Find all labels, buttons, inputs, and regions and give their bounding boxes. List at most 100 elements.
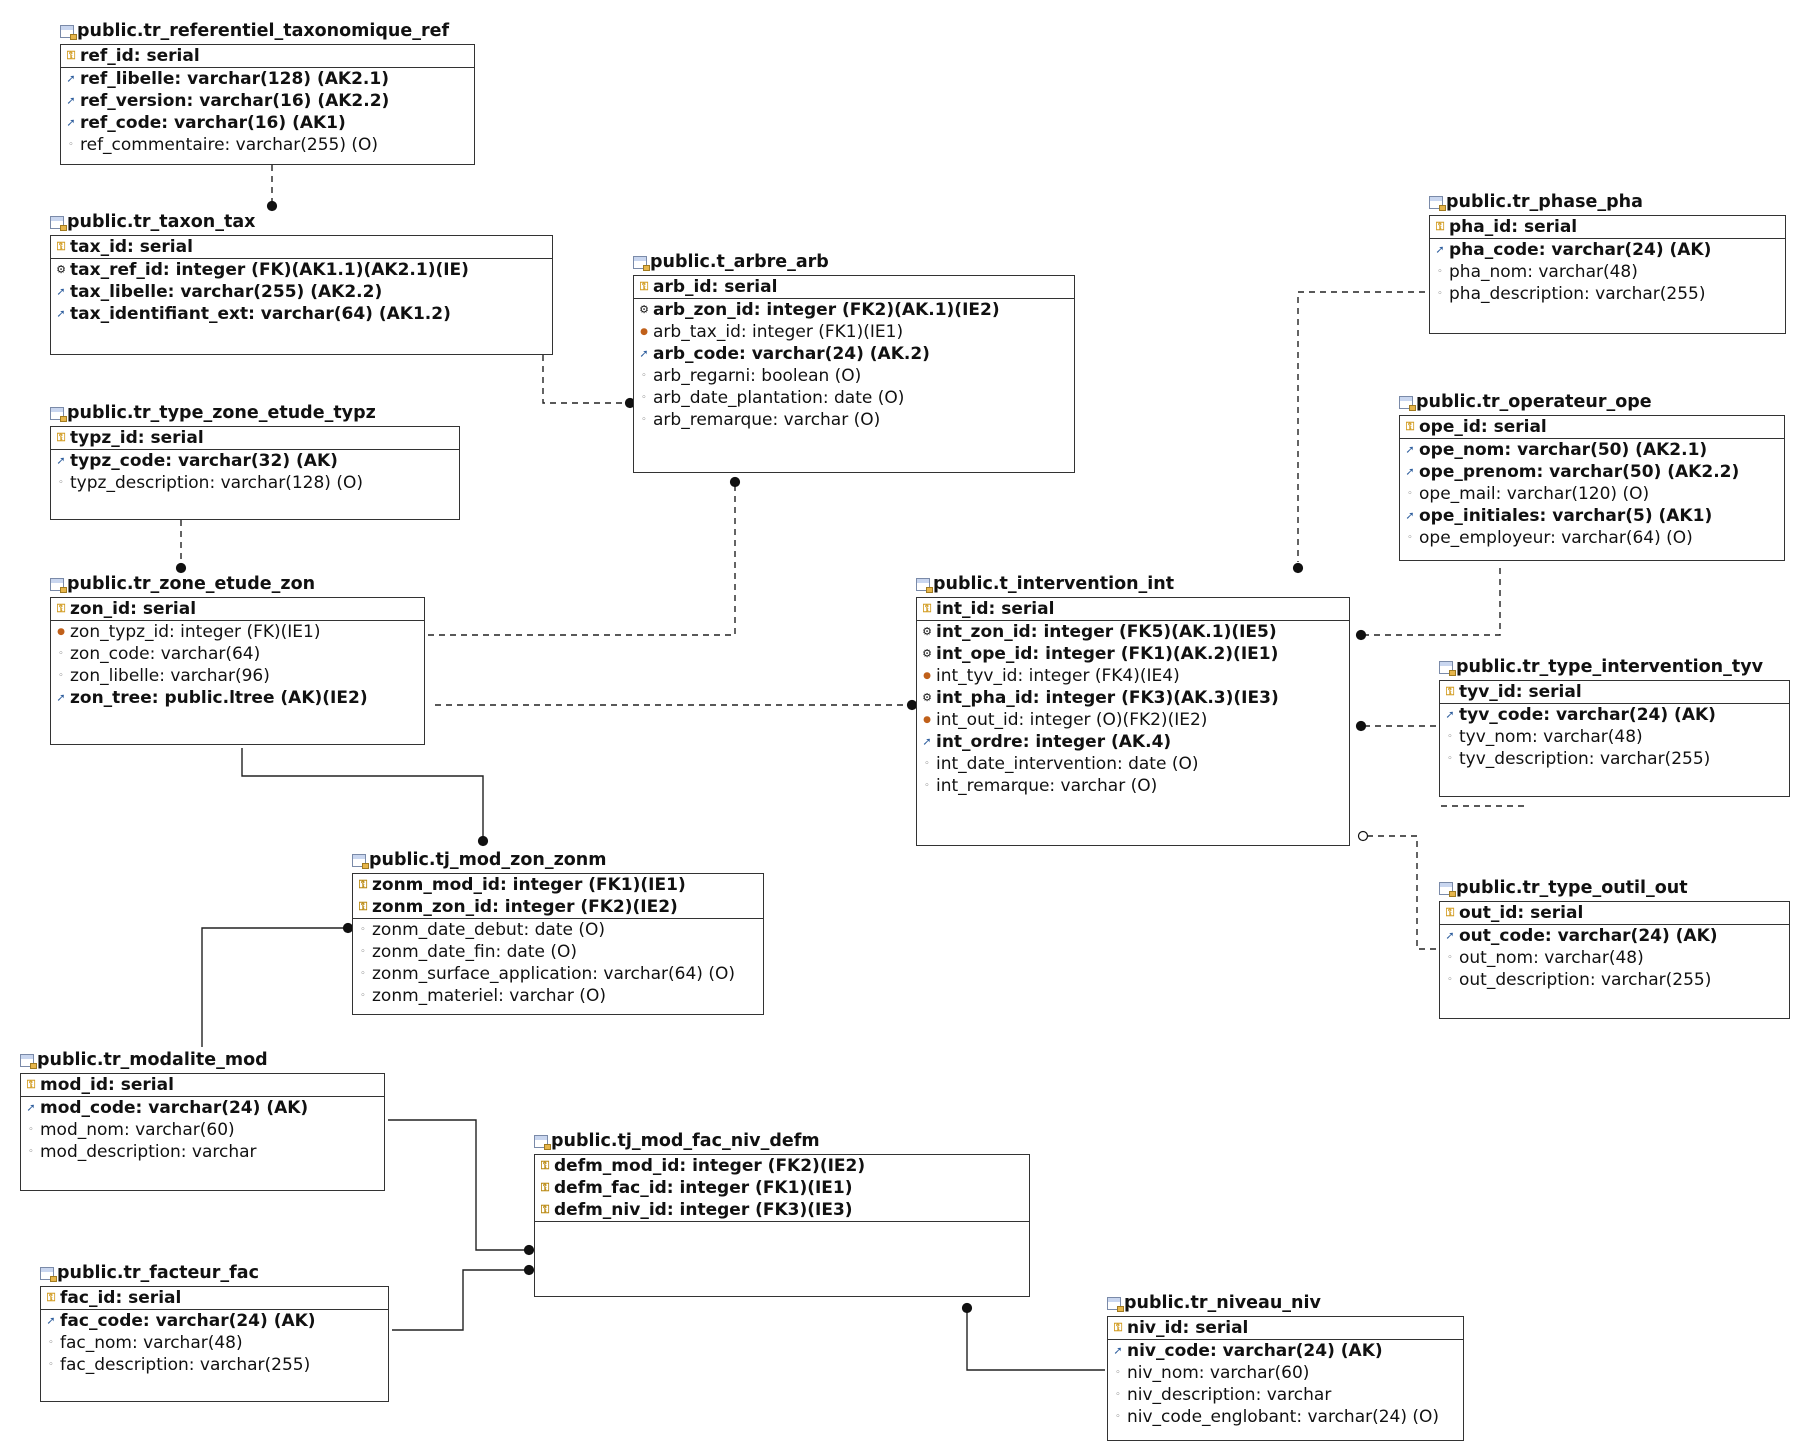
entity-arb[interactable]: public.t_arbre_arb⚿arb_id: serial⚙arb_zo…: [633, 251, 1075, 473]
entity-title-text: public.tr_type_outil_out: [1456, 878, 1688, 898]
cardinality-marker: [175, 562, 187, 574]
attribute-row: ◦zonm_surface_application: varchar(64) (…: [353, 963, 763, 985]
akfk-icon: ⚙: [639, 303, 649, 316]
relationship-line-out-int: [1366, 835, 1436, 950]
attribute-row: ➚out_code: varchar(24) (AK): [1440, 925, 1789, 947]
entity-box: ⚿fac_id: serial➚fac_code: varchar(24) (A…: [40, 1286, 389, 1402]
primary-key-section: ⚿zonm_mod_id: integer (FK1)(IE1)⚿zonm_zo…: [353, 874, 763, 919]
entity-int[interactable]: public.t_intervention_int ⚿int_id: serial…: [916, 573, 1350, 846]
attribute-section: ➚pha_code: varchar(24) (AK)◦pha_nom: var…: [1430, 239, 1785, 305]
attribute-section: ⚙int_zon_id: integer (FK5)(AK.1)(IE5)⚙in…: [917, 621, 1349, 797]
entity-title: public.tr_referentiel_taxonomique_ref: [60, 20, 449, 42]
attribute-row: ⚙arb_zon_id: integer (FK2)(AK.1)(IE2): [634, 299, 1074, 321]
entity-niv[interactable]: public.tr_niveau_niv⚿niv_id: serial➚niv_…: [1107, 1292, 1464, 1441]
attribute-row: ➚ope_initiales: varchar(5) (AK1): [1400, 505, 1784, 527]
opt-icon: ◦: [58, 478, 64, 488]
attribute-row: ◦fac_description: varchar(255): [41, 1354, 388, 1376]
attribute-text: ope_prenom: varchar(50) (AK2.2): [1419, 462, 1740, 482]
primary-key-section: ⚿mod_id: serial: [21, 1074, 384, 1097]
ak-icon: ➚: [66, 116, 76, 129]
attribute-row: ⚿int_id: serial: [917, 598, 1349, 620]
attribute-text: tax_id: serial: [70, 237, 193, 257]
ak-icon: ➚: [26, 1101, 36, 1114]
attribute-section: ➚niv_code: varchar(24) (AK)◦niv_nom: var…: [1108, 1340, 1463, 1428]
table-icon: [633, 255, 650, 271]
attribute-text: tyv_id: serial: [1459, 682, 1582, 702]
attribute-text: typz_code: varchar(32) (AK): [70, 451, 338, 471]
pk-icon: ⚿: [66, 49, 76, 62]
table-icon: [20, 1053, 37, 1069]
attribute-text: defm_niv_id: integer (FK3)(IE3): [554, 1200, 853, 1220]
entity-zonm[interactable]: public.tj_mod_zon_zonm ⚿zonm_mod_id: inte…: [352, 849, 764, 1015]
entity-tyv[interactable]: public.tr_type_intervention_tyv⚿tyv_id: …: [1439, 656, 1790, 797]
entity-out[interactable]: public.tr_type_outil_out⚿out_id: serial➚…: [1439, 877, 1790, 1019]
attribute-text: int_ope_id: integer (FK1)(AK.2)(IE1): [936, 644, 1279, 664]
entity-title: public.t_arbre_arb: [633, 251, 829, 273]
entity-pha[interactable]: public.tr_phase_pha⚿pha_id: serial➚pha_c…: [1429, 191, 1786, 334]
attribute-section: ➚fac_code: varchar(24) (AK)◦fac_nom: var…: [41, 1310, 388, 1376]
pkfk-icon: ⚿: [358, 900, 368, 913]
entity-title: public.tr_phase_pha: [1429, 191, 1643, 213]
attribute-text: mod_description: varchar: [40, 1142, 257, 1162]
opt-icon: ◦: [360, 947, 366, 957]
table-icon: [50, 215, 67, 231]
attribute-text: typz_id: serial: [70, 428, 204, 448]
attribute-text: niv_id: serial: [1127, 1318, 1249, 1338]
primary-key-section: ⚿defm_mod_id: integer (FK2)(IE2)⚿defm_fa…: [535, 1155, 1029, 1222]
attribute-text: zon_id: serial: [70, 599, 197, 619]
attribute-row: ◦zon_libelle: varchar(96): [51, 665, 424, 687]
attribute-row: ◦ zon_code: varchar(64): [51, 643, 424, 665]
attribute-row: ●int_tyv_id: integer (FK4)(IE4): [917, 665, 1349, 687]
attribute-text: out_description: varchar(255): [1459, 970, 1712, 990]
pkfk-icon: ⚿: [540, 1159, 550, 1172]
opt-icon: ◦: [58, 649, 64, 659]
entity-title: public.tj_mod_zon_zonm: [352, 849, 607, 871]
entity-ref[interactable]: public.tr_referentiel_taxonomique_ref⚿re…: [60, 20, 475, 165]
relationship-line-pha-int: [1297, 291, 1425, 562]
ak-icon: ➚: [46, 1314, 56, 1327]
table-icon: [916, 577, 933, 593]
attribute-row: ➚ope_nom: varchar(50) (AK2.1): [1400, 439, 1784, 461]
attribute-text: ref_version: varchar(16) (AK2.2): [80, 91, 390, 111]
entity-title: public.tr_type_intervention_tyv: [1439, 656, 1763, 678]
entity-typz[interactable]: public.tr_type_zone_etude_typz⚿typz_id: …: [50, 402, 460, 520]
entity-fac[interactable]: public.tr_facteur_fac⚿fac_id: serial➚fac…: [40, 1262, 389, 1402]
entity-tax[interactable]: public.tr_taxon_tax⚿tax_id: serial⚙tax_r…: [50, 211, 553, 355]
cardinality-marker: [729, 476, 741, 488]
attribute-row: ➚ ope_prenom: varchar(50) (AK2.2): [1400, 461, 1784, 483]
attribute-row: ◦arb_regarni: boolean (O): [634, 365, 1074, 387]
attribute-text: zon_code: varchar(64): [70, 644, 261, 664]
attribute-text: niv_code_englobant: varchar(24) (O): [1127, 1407, 1440, 1427]
attribute-text: int_pha_id: integer (FK3)(AK.3)(IE3): [936, 688, 1279, 708]
attribute-row: ◦tyv_description: varchar(255): [1440, 748, 1789, 770]
attribute-row: ◦arb_remarque: varchar (O): [634, 409, 1074, 431]
ak-icon: ➚: [1405, 465, 1415, 478]
attribute-row: ◦mod_nom: varchar(60): [21, 1119, 384, 1141]
entity-box: ⚿defm_mod_id: integer (FK2)(IE2)⚿defm_fa…: [534, 1154, 1030, 1297]
opt-icon: ◦: [1115, 1368, 1121, 1378]
attribute-row: ➚tyv_code: varchar(24) (AK): [1440, 704, 1789, 726]
entity-defm[interactable]: public.tj_mod_fac_niv_defm⚿defm_mod_id: …: [534, 1130, 1030, 1297]
primary-key-section: ⚿ref_id: serial: [61, 45, 474, 68]
attribute-text: zon_tree: public.ltree (AK)(IE2): [70, 688, 368, 708]
attribute-text: ope_nom: varchar(50) (AK2.1): [1419, 440, 1708, 460]
attribute-row: ➚pha_code: varchar(24) (AK): [1430, 239, 1785, 261]
entity-mod[interactable]: public.tr_modalite_mod⚿mod_id: serial➚mo…: [20, 1049, 385, 1191]
entity-title: public.t_intervention_int: [916, 573, 1174, 595]
attribute-row: ➚niv_code: varchar(24) (AK): [1108, 1340, 1463, 1362]
attribute-text: out_nom: varchar(48): [1459, 948, 1644, 968]
attribute-text: int_remarque: varchar (O): [936, 776, 1158, 796]
opt-icon: ◦: [48, 1338, 54, 1348]
table-icon: [50, 577, 67, 593]
attribute-row: ◦out_nom: varchar(48): [1440, 947, 1789, 969]
entity-ope[interactable]: public.tr_operateur_ope⚿ope_id: serial➚o…: [1399, 391, 1785, 561]
entity-zon[interactable]: public.tr_zone_etude_zon⚿zon_id: serial●…: [50, 573, 425, 745]
attribute-text: tyv_description: varchar(255): [1459, 749, 1711, 769]
ak-icon: ➚: [56, 285, 66, 298]
attribute-text: tax_ref_id: integer (FK)(AK1.1)(AK2.1)(I…: [70, 260, 469, 280]
attribute-row: ⚿zonm_mod_id: integer (FK1)(IE1): [353, 874, 763, 896]
attribute-text: defm_fac_id: integer (FK1)(IE1): [554, 1178, 853, 1198]
akfk-icon: ⚙: [922, 647, 932, 660]
opt-icon: ◦: [68, 140, 74, 150]
primary-key-section: ⚿typz_id: serial: [51, 427, 459, 450]
